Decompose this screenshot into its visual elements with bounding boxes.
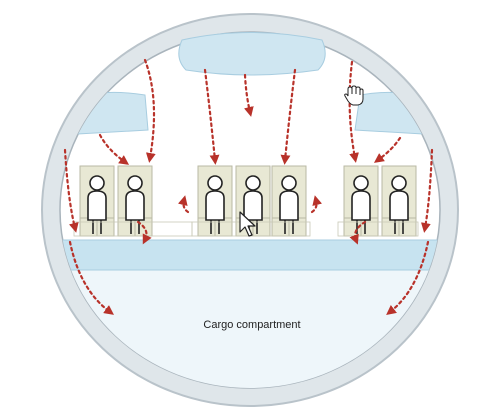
passenger-seat bbox=[197, 165, 233, 237]
passenger-figure bbox=[389, 175, 409, 234]
airflow-arrow bbox=[349, 220, 367, 245]
airflow-arrow bbox=[143, 58, 156, 163]
arrow-cursor-icon bbox=[239, 211, 256, 237]
airflow-arrow bbox=[203, 68, 220, 165]
passenger-figure bbox=[243, 175, 263, 234]
passenger-figure bbox=[87, 175, 107, 234]
cargo-compartment-label: Cargo compartment bbox=[203, 319, 300, 331]
passenger-figure bbox=[205, 175, 225, 234]
passenger-seats bbox=[73, 165, 419, 237]
airflow-arrow bbox=[136, 220, 152, 245]
hand-cursor-icon bbox=[344, 85, 364, 106]
cabin-floor bbox=[60, 239, 440, 271]
airflow-arrows bbox=[63, 58, 434, 316]
airflow-arrow bbox=[386, 240, 430, 316]
passenger-seat bbox=[343, 165, 379, 237]
airflow-arrow bbox=[98, 133, 130, 165]
passenger-seat bbox=[271, 165, 307, 237]
passenger-seat bbox=[381, 165, 417, 237]
airflow-arrow bbox=[310, 195, 323, 214]
seat-base bbox=[337, 221, 419, 237]
airflow-arrow bbox=[373, 136, 402, 163]
airflow-arrow bbox=[420, 148, 434, 233]
passenger-seat bbox=[79, 165, 115, 237]
passenger-figure bbox=[125, 175, 145, 234]
airflow-arrow bbox=[280, 68, 297, 165]
ceiling-air-outlet bbox=[178, 32, 326, 76]
airflow-arrow bbox=[68, 240, 114, 315]
passenger-seat bbox=[117, 165, 153, 237]
airflow-arrow bbox=[177, 195, 190, 214]
airflow-arrow bbox=[243, 73, 254, 117]
airflow-arrow bbox=[63, 148, 79, 233]
airflow-arrow bbox=[348, 60, 359, 163]
passenger-figure bbox=[351, 175, 371, 234]
